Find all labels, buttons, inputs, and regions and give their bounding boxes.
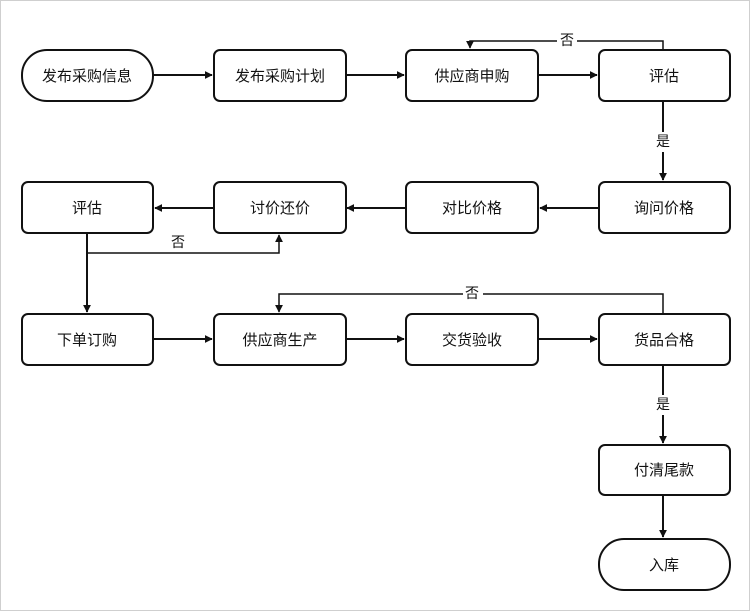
- node-plan-label: 发布采购计划: [235, 67, 325, 85]
- node-compare: [405, 181, 539, 234]
- label-eval1-yes: 是: [656, 134, 670, 150]
- node-qualified: [598, 313, 731, 366]
- node-produce-label: 供应商生产: [242, 331, 317, 349]
- node-inquiry: [598, 181, 731, 234]
- node-delivery: [405, 313, 539, 366]
- node-order-label: 下单订购: [57, 331, 117, 349]
- node-negotiate-label: 讨价还价: [250, 199, 310, 217]
- node-apply: [405, 49, 539, 102]
- node-start-label: 发布采购信息: [42, 67, 132, 85]
- label-qualified-no: 否: [465, 286, 479, 302]
- node-start-terminal: [21, 49, 154, 102]
- node-apply-label: 供应商申购: [434, 67, 509, 85]
- node-eval1-label: 评估: [649, 67, 679, 85]
- label-eval2-no: 否: [171, 235, 185, 251]
- node-delivery-label: 交货验收: [442, 331, 502, 349]
- node-compare-label: 对比价格: [442, 199, 502, 217]
- node-plan: [213, 49, 347, 102]
- label-qualified-yes: 是: [656, 397, 670, 413]
- node-end-label: 入库: [649, 556, 679, 574]
- node-produce: [213, 313, 347, 366]
- node-qualified-label: 货品合格: [634, 331, 694, 349]
- node-eval2-label: 评估: [72, 199, 102, 217]
- label-eval1-no: 否: [560, 33, 574, 49]
- node-inquiry-label: 询问价格: [634, 199, 694, 217]
- node-end-terminal: [598, 538, 731, 591]
- node-pay-label: 付清尾款: [634, 461, 694, 479]
- node-eval1: [598, 49, 731, 102]
- node-eval2: [21, 181, 154, 234]
- node-pay: [598, 444, 731, 496]
- node-order: [21, 313, 154, 366]
- node-negotiate: [213, 181, 347, 234]
